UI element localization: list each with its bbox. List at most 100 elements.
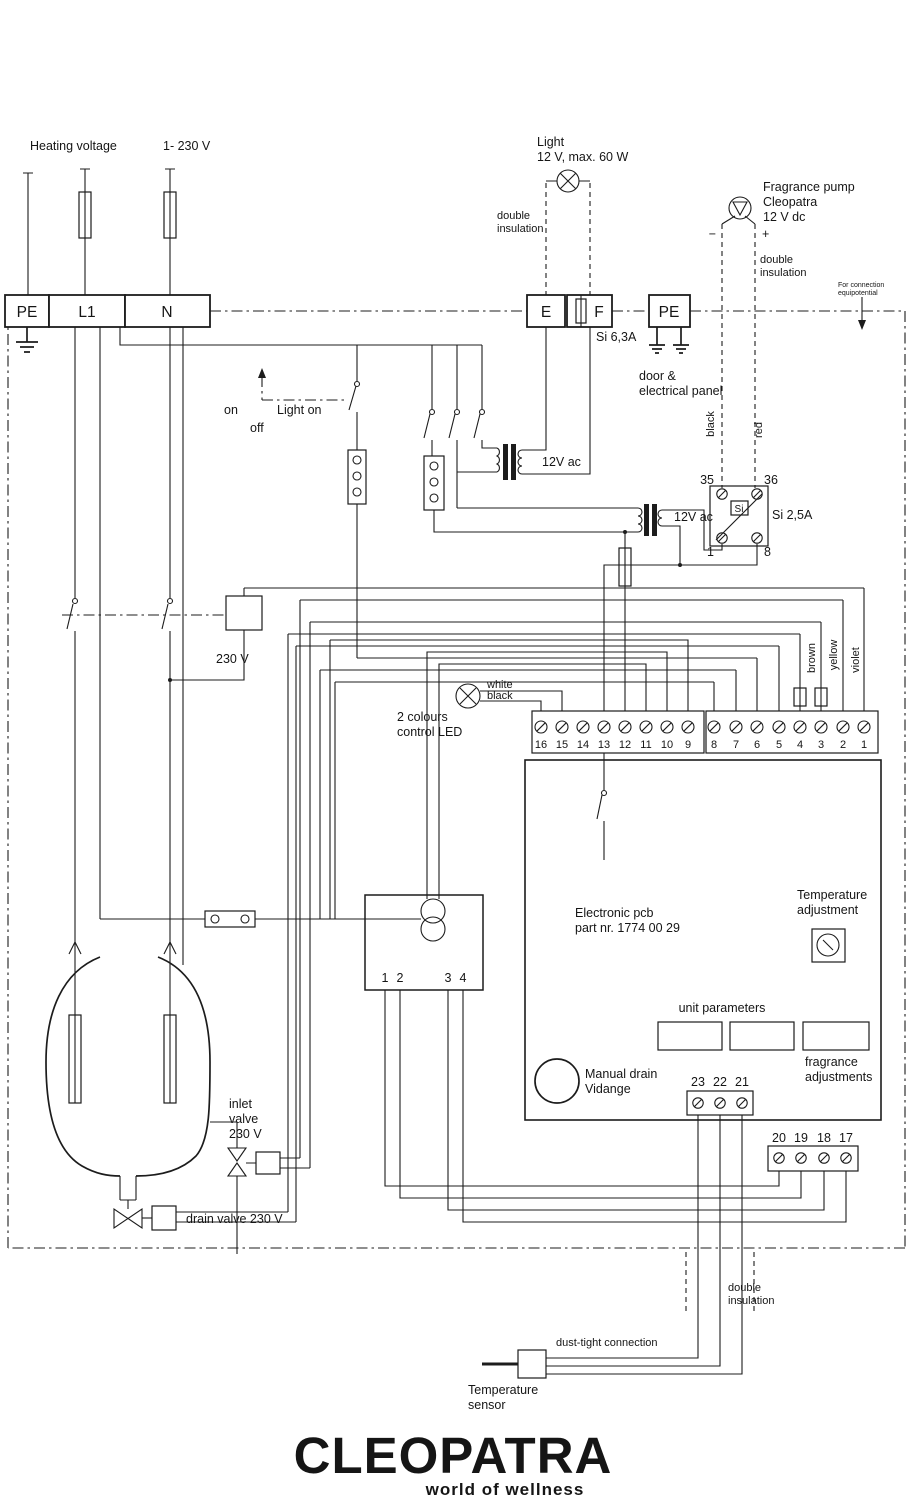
door-label-2: electrical panel: [639, 384, 722, 398]
terminal-strip-sensor: [767, 1145, 859, 1172]
led-black-label: black: [487, 690, 513, 702]
fragrance-adjust-label-2: adjustments: [805, 1070, 872, 1084]
wire-black-label: black: [705, 411, 717, 437]
temp-adjust-label-2: adjustment: [797, 903, 859, 917]
transformer2-label: 12V ac: [674, 510, 713, 524]
pump-double-insulation-1: double: [760, 254, 793, 266]
sensor-label-1: Temperature: [468, 1383, 538, 1397]
terminal-17: 17: [839, 1131, 853, 1145]
heating-voltage-label: Heating voltage: [30, 139, 117, 153]
fragrance-adjust-switch[interactable]: [802, 1021, 870, 1051]
pump-label-3: 12 V dc: [763, 210, 805, 224]
box-pin-4: 4: [460, 971, 467, 985]
connector-block-b: [423, 455, 638, 533]
unit-parameter-switch-2[interactable]: [729, 1021, 795, 1051]
relay-coil: [168, 588, 263, 682]
fragrance-adjust-label-1: fragrance: [805, 1055, 858, 1069]
light-fuse-label: Si 6,3A: [596, 330, 637, 344]
connector-block-a: [347, 449, 367, 658]
light-label: Light: [537, 135, 565, 149]
terminal-strip-right: [705, 710, 879, 754]
light-double-insulation-2: insulation: [497, 223, 543, 235]
pump-label-2: Cleopatra: [763, 195, 817, 209]
pcb-label-2: part nr. 1774 00 29: [575, 921, 680, 935]
inlet-valve-icon: [210, 1121, 281, 1254]
door-ground-icons: [649, 327, 689, 354]
terminal-4: 4: [797, 739, 803, 751]
manual-drain-label-2: Vidange: [585, 1082, 631, 1096]
terminal-2: 2: [840, 739, 846, 751]
current-transformer-box: [364, 894, 484, 991]
led-icon: [455, 683, 563, 711]
bottom-double-insulation-1: double: [728, 1282, 761, 1294]
terminal-e: E: [541, 304, 551, 321]
terminal-18: 18: [817, 1131, 831, 1145]
cleopatra-logo: CLEOPATRA: [294, 1427, 613, 1484]
temp-adjust-label-1: Temperature: [797, 888, 867, 902]
terminal-15: 15: [556, 739, 568, 751]
si-terminal-35: 35: [700, 473, 714, 487]
terminal-22: 22: [713, 1075, 727, 1089]
wire-violet-label: violet: [850, 647, 862, 673]
box-pin-wires: [384, 990, 847, 1223]
unit-parameter-switch-1[interactable]: [657, 1021, 723, 1051]
light-double-insulation-1: double: [497, 210, 530, 222]
wire-yellow-label: yellow: [828, 640, 840, 671]
manual-drain-label-1: Manual drain: [585, 1067, 657, 1081]
terminal-strip-left: [531, 710, 705, 754]
terminal-pe-right: PE: [659, 304, 680, 321]
led-label-2: control LED: [397, 725, 462, 739]
door-label-1: door &: [639, 369, 676, 383]
box-pin-2: 2: [397, 971, 404, 985]
manual-drain-button[interactable]: [534, 1058, 580, 1104]
si-terminal-1: 1: [707, 545, 714, 559]
wire-brown-label: brown: [806, 643, 818, 673]
si-rating-label: Si 2,5A: [772, 508, 813, 522]
terminal-11: 11: [640, 739, 651, 751]
pcb-switch: [596, 753, 608, 860]
terminal-9: 9: [685, 739, 691, 751]
terminal-13: 13: [598, 739, 610, 751]
pump-double-insulation-2: insulation: [760, 267, 806, 279]
pcb-outline: [524, 759, 882, 1121]
led-label-1: 2 colours: [397, 710, 448, 724]
bottom-double-insulation-2: insulation: [728, 1295, 774, 1307]
secondary-fuse: [618, 530, 632, 711]
si-fuse-block: [709, 485, 769, 547]
temp-adjust-knob[interactable]: [811, 928, 846, 963]
switch-on-label: on: [224, 403, 238, 417]
sensor-label-2: sensor: [468, 1398, 506, 1412]
relay-voltage-label: 230 V: [216, 652, 249, 666]
steam-tank: [45, 940, 211, 1209]
transformer1-icon: [495, 327, 591, 480]
terminal-10: 10: [661, 739, 673, 751]
light-spec-label: 12 V, max. 60 W: [537, 150, 628, 164]
equipotential-label-1: For connection: [838, 282, 884, 289]
unit-parameters-label: unit parameters: [679, 1001, 766, 1015]
si-terminal-8: 8: [764, 545, 771, 559]
sensor-wires: [546, 1115, 755, 1375]
strip-left-wires: [329, 564, 689, 919]
supply-voltage-label: 1- 230 V: [163, 139, 211, 153]
si-terminal-36: 36: [764, 473, 778, 487]
tank-connector-block: [100, 910, 421, 928]
light-wires: [545, 180, 591, 295]
terminal-f: F: [594, 304, 603, 321]
transformer1-label: 12V ac: [542, 455, 581, 469]
terminal-12: 12: [619, 739, 631, 751]
switch-off-label: off: [250, 421, 264, 435]
ground-icon: [16, 327, 38, 353]
drain-valve-icon: [113, 1205, 177, 1231]
si-label: Si: [735, 504, 744, 515]
pump-label-1: Fragrance pump: [763, 180, 855, 194]
mains-feed: [23, 168, 177, 296]
equipotential-label-2: equipotential: [838, 290, 878, 297]
terminal-19: 19: [794, 1131, 808, 1145]
switch-lighton-label: Light on: [277, 403, 322, 417]
enclosure-border: [7, 310, 906, 1249]
logo-tagline: world of wellness: [425, 1480, 585, 1499]
terminal-14: 14: [577, 739, 589, 751]
led-white-label: white: [486, 679, 513, 691]
terminal-pe-left: PE: [17, 304, 38, 321]
